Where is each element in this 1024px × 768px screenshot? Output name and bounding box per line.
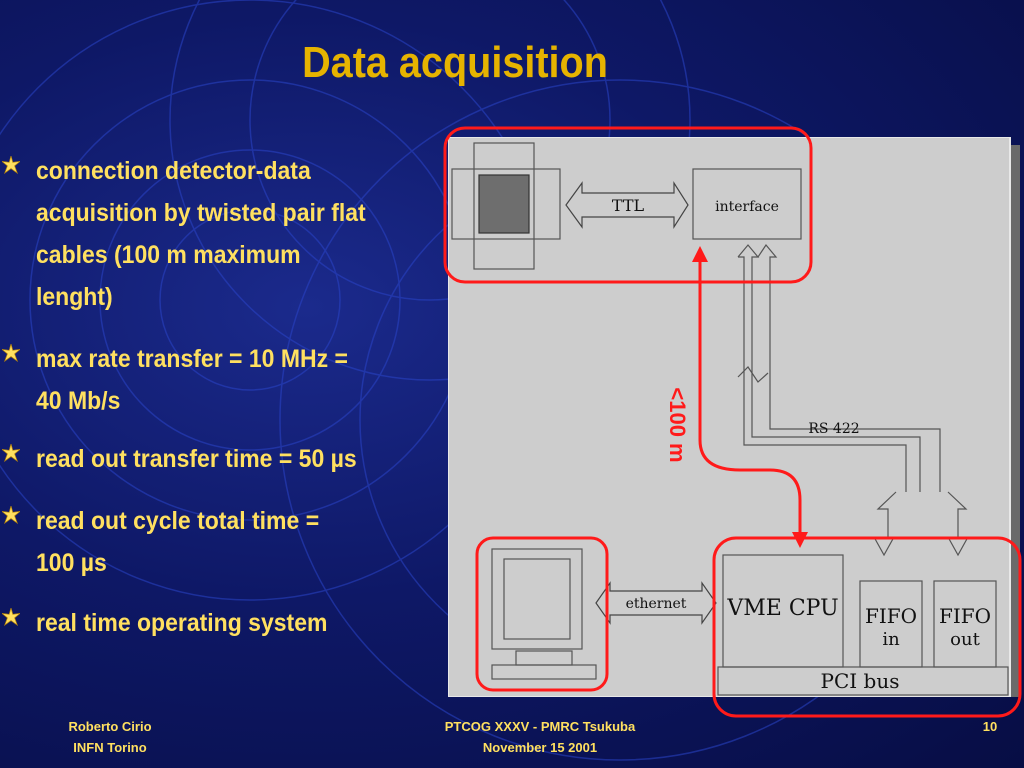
bullet-star-icon — [2, 156, 20, 174]
rs422-label: RS 422 — [808, 421, 859, 437]
bullet-text: read out transfer time = 50 µs — [36, 438, 413, 480]
bullet-line: read out cycle total time = — [36, 507, 320, 535]
vme-cpu-label: VME CPU — [726, 596, 838, 621]
bullet-line: connection detector-data — [36, 157, 311, 185]
bullet-text: max rate transfer = 10 MHz = 40 Mb/s — [36, 338, 413, 422]
bullet-line: cables (100 m maximum — [36, 241, 301, 269]
footer-conference: PTCOG XXXV - PMRC Tsukuba November 15 20… — [400, 716, 680, 758]
bullet-text: real time operating system — [36, 602, 413, 644]
fifo-out-label: FIFO — [939, 604, 991, 628]
bullet-text: read out cycle total time = 100 µs — [36, 500, 413, 584]
footer-institute: INFN Torino — [73, 740, 147, 755]
daq-diagram: TTL interface RS 422 ethernet VME CPU FI… — [448, 137, 1020, 697]
footer-conference-name: PTCOG XXXV - PMRC Tsukuba — [444, 719, 636, 734]
fifo-in-sublabel: in — [882, 629, 900, 650]
bullet-line: real time operating system — [36, 609, 328, 637]
bullet-line: lenght) — [36, 283, 113, 311]
bullet-line: max rate transfer = 10 MHz = — [36, 345, 348, 373]
ethernet-label: ethernet — [626, 596, 687, 612]
bullet-line: acquisition by twisted pair flat — [36, 199, 366, 227]
bullet-line: 100 µs — [36, 549, 107, 577]
bullet-star-icon — [2, 444, 20, 462]
slide-title: Data acquisition — [302, 38, 608, 87]
footer-date: November 15 2001 — [482, 740, 598, 755]
bullet-text: connection detector-data acquisition by … — [36, 150, 413, 318]
bullet-star-icon — [2, 506, 20, 524]
bullet-line: 40 Mb/s — [36, 387, 121, 415]
fifo-in-label: FIFO — [865, 604, 917, 628]
footer-page-number: 10 — [982, 719, 998, 734]
footer-author: Roberto Cirio INFN Torino — [40, 716, 180, 758]
fifo-out-sublabel: out — [950, 629, 980, 650]
bullet-star-icon — [2, 344, 20, 362]
footer-author-name: Roberto Cirio — [68, 719, 152, 734]
interface-label: interface — [715, 199, 779, 215]
pci-bus-label: PCI bus — [821, 669, 900, 693]
bullet-line: read out transfer time = 50 µs — [36, 445, 357, 473]
bullet-star-icon — [2, 608, 20, 626]
ttl-label: TTL — [612, 196, 645, 215]
